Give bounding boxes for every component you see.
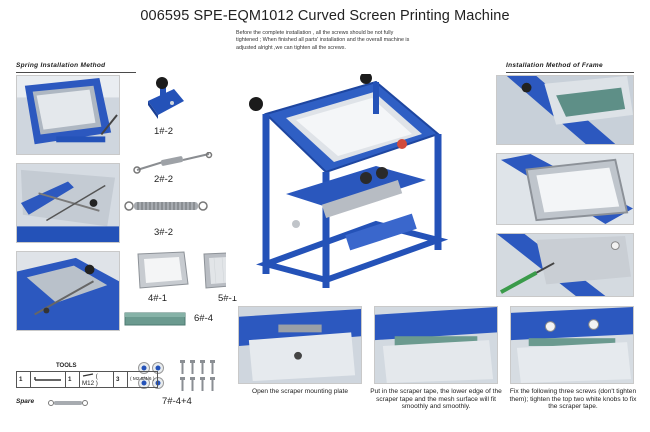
spare-spring-icon (48, 400, 88, 406)
section-spring-heading: Spring Installation Method (16, 62, 106, 69)
frame-photo-3 (496, 233, 634, 297)
part-2-label: 2#-2 (154, 174, 174, 185)
part-1-label: 1#-2 (154, 126, 174, 137)
section-frame-rule (506, 72, 634, 73)
tools-title: TOOLS (56, 363, 77, 369)
tools-table: 1 1 ( M12 ) 3 ( M2.5/4/6 ) (16, 371, 158, 388)
step-2-caption: Put in the scraper tape, the lower edge … (370, 388, 502, 411)
spring-photo-2 (16, 163, 120, 243)
section-spring-rule (16, 72, 136, 73)
tool-2-cell: ( M12 ) (79, 371, 114, 388)
part-2-turnbuckle-icon (133, 152, 213, 174)
step-photo-2 (374, 306, 498, 384)
installation-note: Before the complete installation , all t… (236, 30, 410, 51)
tool-1-cell (30, 371, 66, 388)
tool-3-qty: 3 (113, 371, 128, 388)
step-photo-1 (238, 306, 362, 384)
frame-photo-2 (496, 153, 634, 225)
hex-key-icon (34, 376, 61, 381)
step-3-caption: Fix the following three screws (don't ti… (509, 388, 637, 411)
spring-photo-1 (16, 75, 120, 155)
part-4-screen-frame-icon (137, 251, 189, 289)
machine-main-photo (226, 74, 456, 296)
tool-1-qty: 1 (16, 371, 31, 388)
tool-2-size: ( M12 ) (82, 373, 98, 387)
spare-label: Spare (16, 398, 35, 405)
part-5-label: 5#-1 (218, 293, 238, 304)
part-3-spring-icon (124, 201, 208, 211)
wrench-icon (82, 373, 94, 377)
section-frame-heading: Installation Method of Frame (506, 62, 603, 69)
part-6-scraper-tape-icon (124, 312, 186, 326)
part-4-label: 4#-1 (148, 293, 168, 304)
tool-2-qty: 1 (65, 371, 80, 388)
step-1-caption: Open the scraper mounting plate (251, 388, 349, 395)
step-photo-3 (510, 306, 634, 384)
page-title: 006595 SPE-EQM1012 Curved Screen Printin… (140, 8, 510, 24)
spring-photo-3 (16, 251, 120, 331)
tool-3-sizes: ( M2.5/4/6 ) (127, 371, 158, 388)
part-1-bracket-icon (148, 77, 184, 119)
frame-photo-1 (496, 75, 634, 145)
part-3-label: 3#-2 (154, 227, 174, 238)
tools-table-row: 1 1 ( M12 ) 3 ( M2.5/4/6 ) (16, 371, 158, 388)
part-6-label: 6#-4 (194, 313, 214, 324)
part-7-label: 7#-4+4 (162, 396, 192, 407)
